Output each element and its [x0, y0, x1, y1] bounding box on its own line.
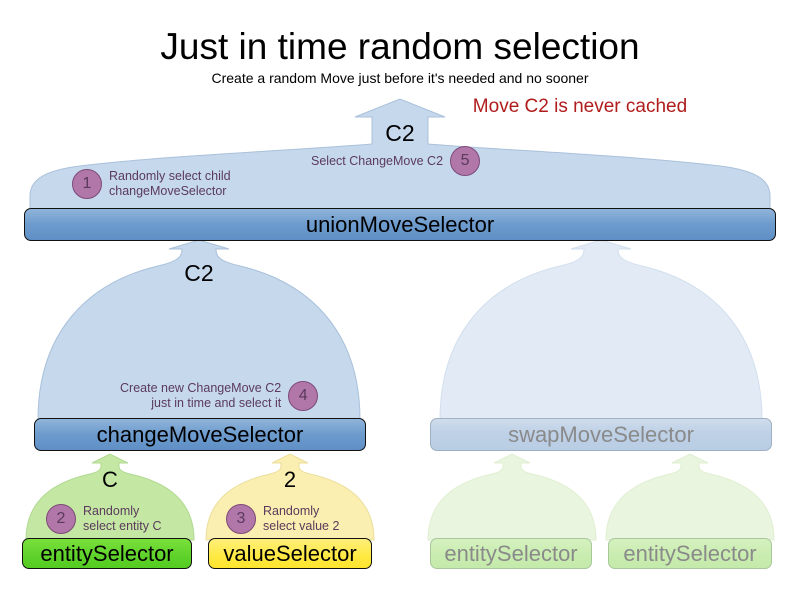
- step-badge-3: 3: [226, 504, 256, 534]
- step-annotation-4: Create new ChangeMove C2 just in time an…: [120, 381, 319, 411]
- arrow-swap-to-union: [439, 239, 763, 421]
- node-entity-selector-swap-right[interactable]: entitySelector: [608, 538, 772, 569]
- step-text-4: Create new ChangeMove C2 just in time an…: [120, 381, 282, 410]
- node-swap-move-selector[interactable]: swapMoveSelector: [430, 418, 772, 451]
- node-value-selector[interactable]: valueSelector: [208, 538, 372, 569]
- node-entity-selector-swap-left[interactable]: entitySelector: [430, 538, 592, 569]
- step-badge-5: 5: [450, 146, 481, 176]
- node-change-move-selector[interactable]: changeMoveSelector: [34, 418, 366, 451]
- arrow-label-value-2: 2: [283, 467, 297, 492]
- step-text-1: Randomly select child changeMoveSelector: [109, 169, 231, 198]
- step-annotation-5: Select ChangeMove C2 5: [311, 146, 481, 176]
- step-badge-1: 1: [72, 169, 102, 199]
- warning-note: Move C2 is never cached: [472, 96, 688, 117]
- step-annotation-3: 3 Randomly select value 2: [226, 504, 339, 534]
- arrow-union-output: [29, 98, 771, 213]
- step-badge-2: 2: [46, 504, 76, 534]
- step-text-2: Randomly select entity C: [83, 504, 162, 533]
- step-annotation-2: 2 Randomly select entity C: [46, 504, 162, 534]
- page-subtitle: Create a random Move just before it's ne…: [211, 70, 589, 86]
- page-title: Just in time random selection: [160, 26, 640, 67]
- arrow-label-mid-c2: C2: [184, 260, 214, 286]
- step-text-5: Select ChangeMove C2: [311, 153, 444, 168]
- step-text-3: Randomly select value 2: [263, 504, 340, 533]
- arrow-change-to-union: [37, 239, 361, 421]
- arrow-entity-swap-right: [605, 453, 775, 541]
- node-entity-selector[interactable]: entitySelector: [22, 538, 192, 569]
- step-annotation-1: 1 Randomly select child changeMoveSelect…: [72, 169, 231, 199]
- arrow-label-entity-c: C: [102, 467, 118, 492]
- arrow-label-top-c2: C2: [385, 120, 415, 146]
- node-union-move-selector[interactable]: unionMoveSelector: [24, 208, 776, 241]
- arrow-entity-swap-left: [427, 453, 597, 541]
- step-badge-4: 4: [288, 381, 319, 411]
